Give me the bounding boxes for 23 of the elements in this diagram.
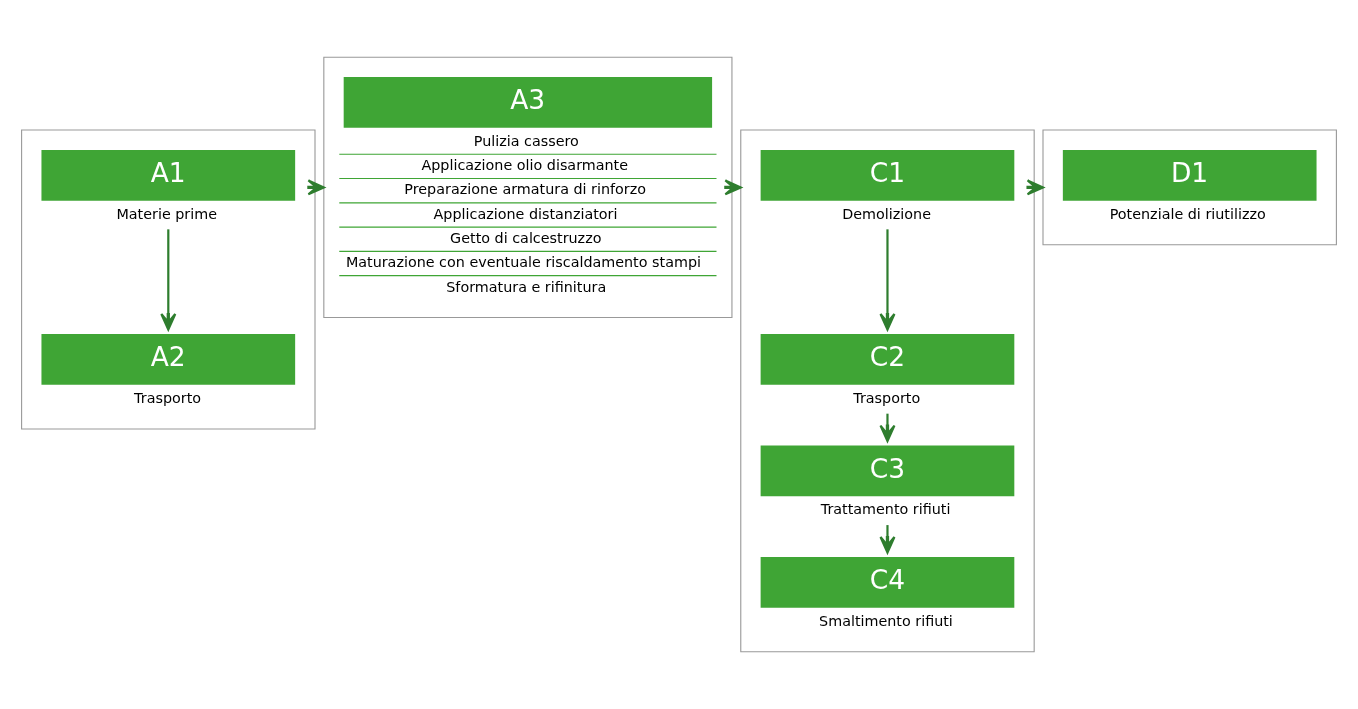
node-box: A2 bbox=[41, 334, 296, 385]
node-box: C3 bbox=[760, 445, 1015, 497]
node-label: Trasporto bbox=[853, 389, 921, 406]
node-box: C2 bbox=[760, 334, 1015, 385]
node-box: D1 bbox=[1062, 149, 1317, 201]
node-box: A1 bbox=[41, 149, 296, 201]
node-box: C1 bbox=[760, 149, 1015, 201]
node-label: Trasporto bbox=[134, 389, 202, 406]
arrow bbox=[879, 229, 896, 331]
node-label: Trattamento rifiuti bbox=[820, 501, 951, 518]
cluster bbox=[740, 129, 1035, 653]
node-label: Smaltimento rifiuti bbox=[819, 612, 953, 629]
arrow bbox=[160, 229, 177, 331]
cluster bbox=[323, 56, 733, 319]
arrow bbox=[879, 525, 896, 554]
arrow bbox=[879, 413, 896, 443]
node-label: Potenziale di riutilizzo bbox=[1109, 205, 1266, 222]
node-label: Materie prime bbox=[116, 205, 218, 222]
node-label: Demolizione bbox=[842, 205, 931, 222]
node-box: C4 bbox=[760, 556, 1015, 608]
cluster bbox=[1042, 129, 1337, 246]
cluster bbox=[21, 129, 316, 430]
node-label: Sformatura e rifinitura bbox=[446, 278, 607, 295]
